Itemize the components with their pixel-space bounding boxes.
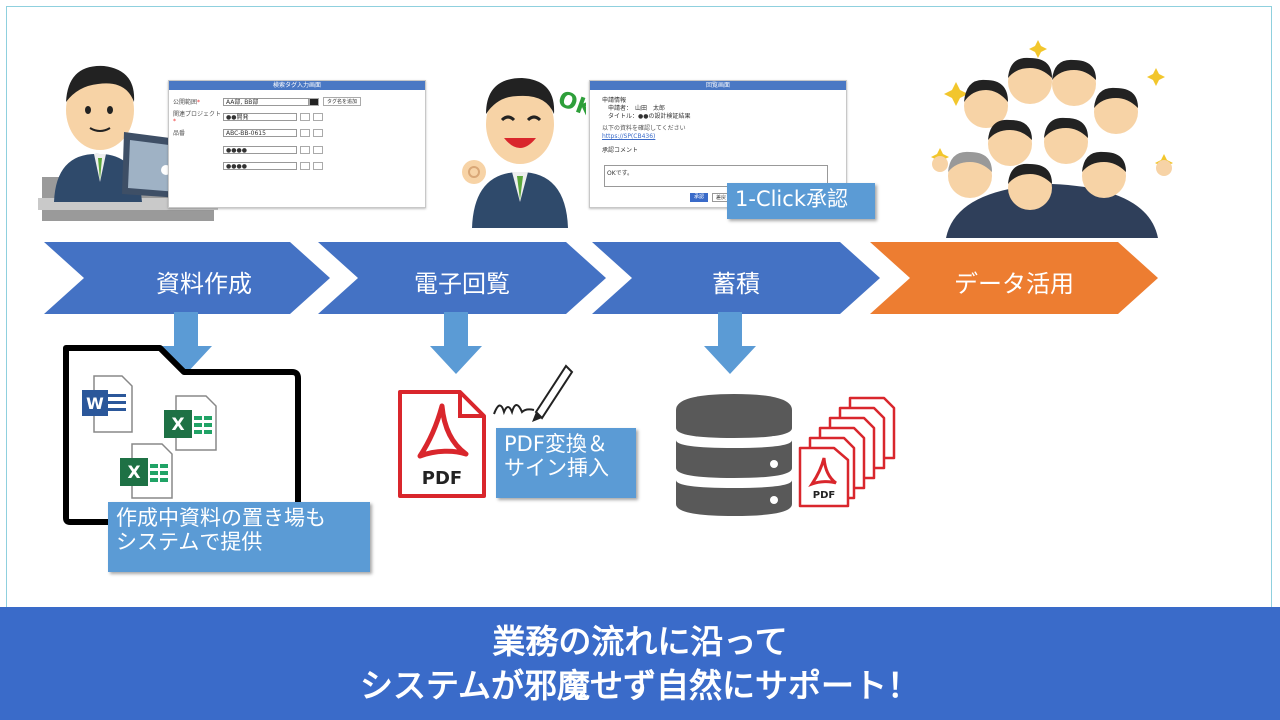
step-chevron xyxy=(592,242,880,314)
person-ok-illustration: OK! xyxy=(462,78,586,228)
excel-file-icon: X xyxy=(164,395,217,451)
banner-line-1: 業務の流れに沿って xyxy=(492,622,788,661)
comment-textarea[interactable]: OKです。 xyxy=(604,165,828,187)
tag-input-screen: 検索タグ入力画面 公開範囲* AA部, BB部 タグ名を追加 関連プロジェクト*… xyxy=(168,80,426,208)
field-row: 品番 ABC-BB-0615 xyxy=(173,128,323,137)
down-arrow-icon xyxy=(430,312,482,374)
document-link[interactable]: https://SP(CB436) xyxy=(602,133,656,140)
pdf-file-icon: PDF xyxy=(398,390,486,498)
svg-text:W: W xyxy=(86,394,104,413)
callout-line: サイン挿入 xyxy=(504,456,609,480)
add-tag-button[interactable]: タグ名を追加 xyxy=(323,97,361,106)
excel-file-icon: X xyxy=(120,443,173,499)
pdf-sign-callout: PDF変換＆ サイン挿入 xyxy=(496,428,636,498)
remove-button[interactable] xyxy=(313,161,323,170)
review-line: 承認コメント xyxy=(602,147,639,154)
remove-button[interactable] xyxy=(313,128,323,137)
down-arrow-icon xyxy=(704,312,756,374)
database-icon xyxy=(676,394,792,516)
callout-line: システムで提供 xyxy=(116,530,263,554)
review-line: 以下の資料を確認してください xyxy=(602,125,686,132)
step-chevron xyxy=(318,242,606,314)
step-label: 蓄積 xyxy=(712,270,760,298)
fountain-pen-signature-icon xyxy=(493,364,574,422)
callout-line: 作成中資料の置き場も xyxy=(116,506,326,530)
tag-input[interactable]: ●●●● xyxy=(223,161,297,170)
svg-text:PDF: PDF xyxy=(813,490,835,501)
remove-button[interactable] xyxy=(313,145,323,154)
one-click-callout: 1-Click承認 xyxy=(727,183,875,219)
workspace-callout: 作成中資料の置き場も システムで提供 xyxy=(108,502,370,572)
field-row: 公開範囲* AA部, BB部 タグ名を追加 xyxy=(173,97,361,106)
step-chevron xyxy=(870,242,1158,314)
tag-input-screen-title: 検索タグ入力画面 xyxy=(169,81,425,90)
svg-text:X: X xyxy=(127,463,140,483)
project-input[interactable]: ●●開発 xyxy=(223,112,297,121)
part-number-input[interactable]: ABC-BB-0615 xyxy=(223,128,297,137)
review-line: 申請者： 山田 太郎 xyxy=(608,105,666,112)
field-label: 関連プロジェクト* xyxy=(173,110,222,125)
add-button[interactable] xyxy=(300,112,310,121)
scope-select[interactable]: AA部, BB部 xyxy=(223,97,309,106)
ok-text: OK! xyxy=(555,87,586,126)
process-flow xyxy=(44,242,1158,314)
bottom-banner: 業務の流れに沿って システムが邪魔せず自然にサポート！ xyxy=(0,607,1280,720)
remove-button[interactable] xyxy=(313,112,323,121)
add-button[interactable] xyxy=(300,128,310,137)
review-line: タイトル：●●の設計検証結果 xyxy=(608,113,691,120)
svg-text:PDF: PDF xyxy=(422,468,462,489)
dropdown-arrow-icon[interactable] xyxy=(309,97,319,106)
pdf-stack-icon: PDF xyxy=(798,396,896,508)
field-label: 品番 xyxy=(173,130,186,137)
approve-button[interactable]: 承認 xyxy=(690,193,708,202)
celebrating-team-illustration xyxy=(931,40,1173,238)
review-screen-title: 回覧画面 xyxy=(590,81,846,90)
add-button[interactable] xyxy=(300,161,310,170)
step-chevron xyxy=(44,242,330,314)
banner-line-2: システムが邪魔せず自然にサポート！ xyxy=(359,666,920,705)
field-row: ●●●● xyxy=(173,161,323,170)
review-line: 申請情報 xyxy=(602,97,627,104)
add-button[interactable] xyxy=(300,145,310,154)
step-label: 資料作成 xyxy=(156,270,252,298)
tag-input[interactable]: ●●●● xyxy=(223,145,297,154)
step-label: データ活用 xyxy=(954,270,1074,298)
callout-line: PDF変換＆ xyxy=(504,432,608,456)
field-label: 公開範囲* xyxy=(173,99,201,106)
field-row: 関連プロジェクト* ●●開発 xyxy=(173,111,323,125)
word-file-icon: W xyxy=(82,375,133,433)
field-row: ●●●● xyxy=(173,145,323,154)
svg-text:X: X xyxy=(171,415,184,435)
step-label: 電子回覧 xyxy=(414,270,510,298)
